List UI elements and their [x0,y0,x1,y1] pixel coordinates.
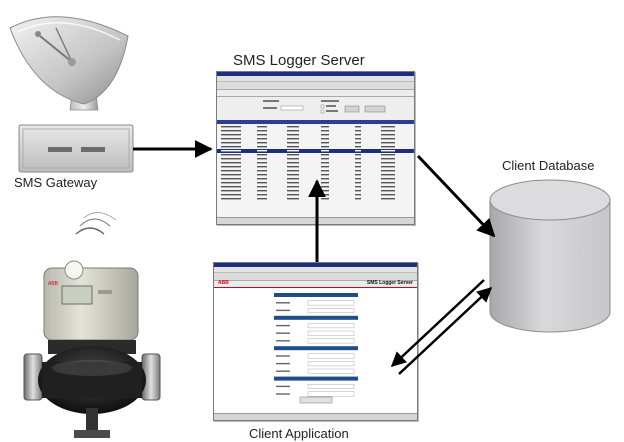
client-database-icon [489,179,611,333]
log-table [217,120,414,200]
header-divider [214,287,417,288]
toolbar [217,82,414,90]
window-title-bar [217,72,414,76]
menu-bar [214,267,417,273]
sms-gateway-label: SMS Gateway [14,175,98,190]
client-app-page-title: SMS Logger Server [366,280,413,286]
status-bar [214,413,417,420]
flow-meter-device: ABB [23,212,161,438]
client-database-label: Client Database [502,158,595,173]
satellite-dish-icon [9,16,129,111]
address-bar [217,90,414,97]
client-application-label: Client Application [249,426,349,441]
client-application-screenshot: ABB SMS Logger Server [213,262,418,421]
window-title-bar [214,263,417,267]
server-to-database-arrow [416,154,496,238]
svg-text:ABB: ABB [48,281,59,287]
client-to-database-arrow [398,286,493,375]
toolbar [214,273,417,281]
abb-logo: ABB [218,280,229,286]
database-to-client-arrow [390,279,485,368]
client-form [274,293,358,404]
menu-bar [217,76,414,82]
sms-logger-server-label: SMS Logger Server [233,52,365,69]
